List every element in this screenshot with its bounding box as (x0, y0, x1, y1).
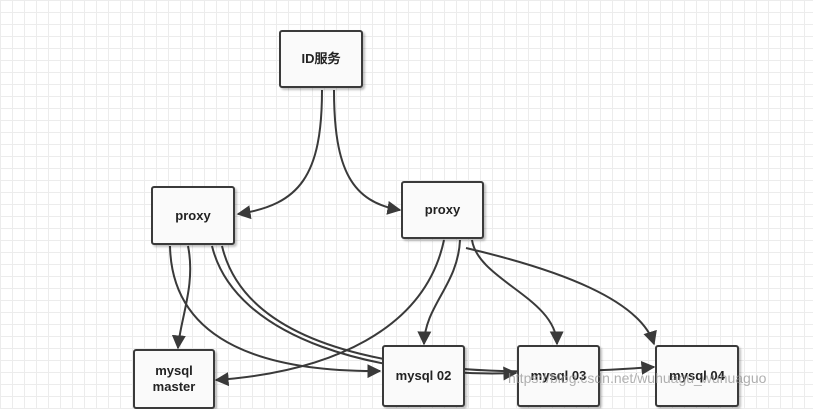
mysql-master-label-line1: mysql (155, 363, 193, 378)
mysql-master-label: mysql master (153, 363, 196, 395)
edge-proxy-right-to-mysql-master (214, 239, 445, 387)
proxy-right-box: proxy (401, 181, 484, 239)
mysql-master-box: mysql master (133, 349, 215, 409)
edge-proxy-right-to-mysql-03 (471, 239, 564, 346)
mysql-04-label: mysql 04 (669, 368, 725, 383)
mysql-master-label-line2: master (152, 379, 196, 394)
watermark-text: https://blog.csdn.net/wuhuagu_wuhuaguo (508, 370, 767, 386)
proxy-right-label: proxy (424, 202, 461, 217)
edge-proxy-left-to-mysql-master (171, 245, 192, 350)
edge-proxy-left-to-mysql-02 (169, 245, 382, 379)
mysql-04-box: mysql 04 (655, 345, 739, 407)
id-service-label: ID服务 (301, 51, 341, 66)
edge-id-to-proxy-left (236, 89, 323, 220)
proxy-left-box: proxy (151, 186, 235, 245)
mysql-02-label: mysql 02 (395, 368, 452, 383)
edge-proxy-right-to-mysql-04 (465, 247, 657, 346)
mysql-02-box: mysql 02 (382, 345, 465, 407)
mysql-03-box: mysql 03 (517, 345, 600, 407)
id-service-box: ID服务 (279, 30, 363, 88)
mysql-03-label: mysql 03 (530, 368, 587, 383)
proxy-left-label: proxy (175, 207, 211, 223)
edge-id-to-proxy-right (333, 89, 402, 215)
edge-proxy-right-to-mysql-02 (417, 239, 461, 346)
